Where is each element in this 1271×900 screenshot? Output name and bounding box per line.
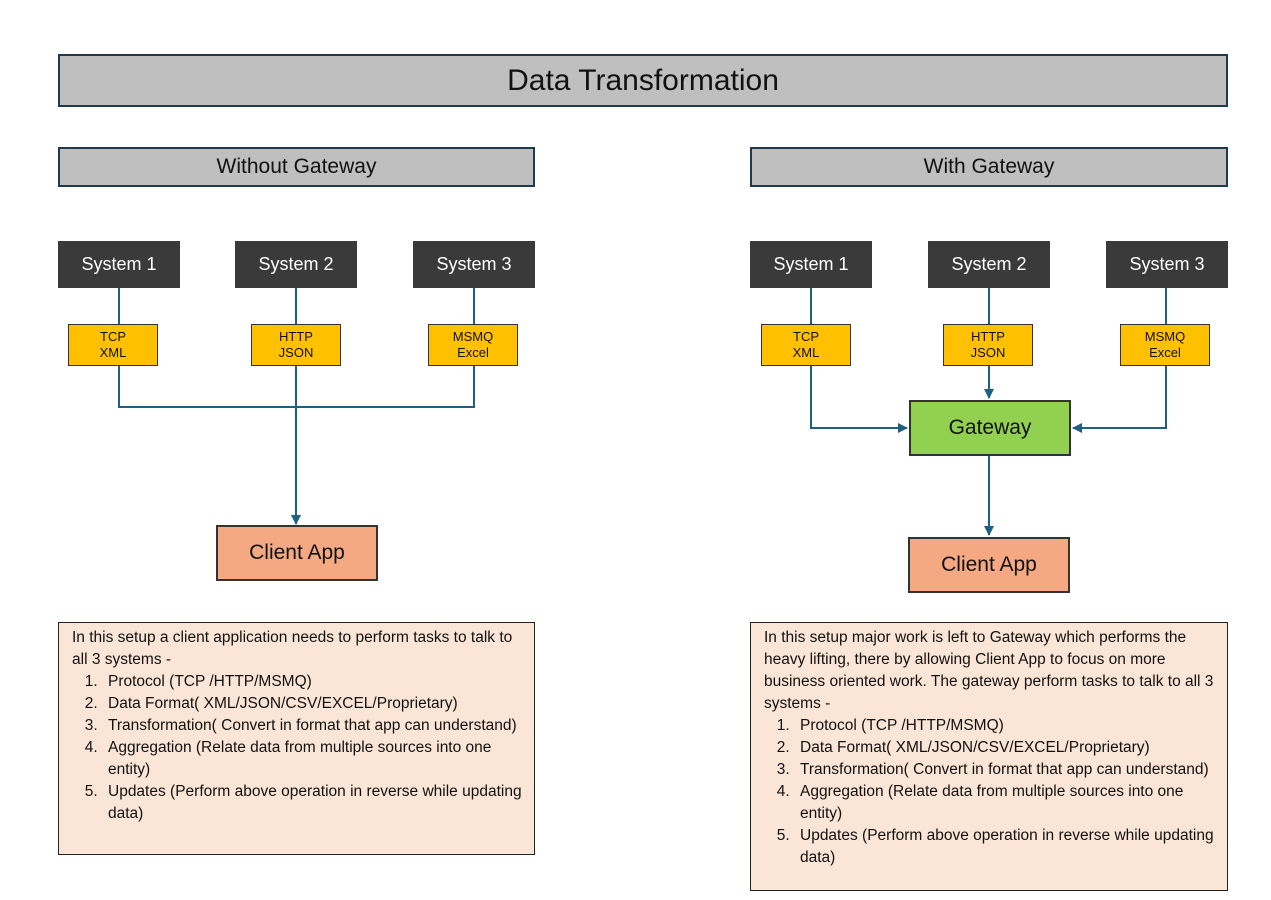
without-protocol-http: HTTP JSON xyxy=(251,324,341,366)
note-item: Updates (Perform above operation in reve… xyxy=(102,781,524,825)
protocol-line2: XML xyxy=(99,345,127,360)
with-system-2: System 2 xyxy=(928,241,1050,288)
note-intro: In this setup a client application needs… xyxy=(72,629,513,668)
protocol-line2: XML xyxy=(792,345,820,360)
without-gateway-note: In this setup a client application needs… xyxy=(58,622,535,855)
without-system-2: System 2 xyxy=(235,241,357,288)
protocol-line1: MSMQ xyxy=(452,329,494,344)
page-title: Data Transformation xyxy=(58,54,1228,107)
wire-msmq-gateway xyxy=(1072,366,1167,433)
without-system-1: System 1 xyxy=(58,241,180,288)
note-item: Transformation( Convert in format that a… xyxy=(102,715,524,737)
protocol-line2: Excel xyxy=(457,345,489,360)
protocol-line1: TCP xyxy=(100,329,126,344)
note-list: Protocol (TCP /HTTP/MSMQ) Data Format( X… xyxy=(72,671,524,825)
with-gateway-heading: With Gateway xyxy=(750,147,1228,187)
protocol-line2: JSON xyxy=(970,345,1006,360)
without-gateway-heading: Without Gateway xyxy=(58,147,535,187)
note-item: Transformation( Convert in format that a… xyxy=(794,759,1217,781)
note-item: Aggregation (Relate data from multiple s… xyxy=(102,737,524,781)
note-item: Data Format( XML/JSON/CSV/EXCEL/Propriet… xyxy=(794,737,1217,759)
note-intro: In this setup major work is left to Gate… xyxy=(764,629,1214,712)
note-list: Protocol (TCP /HTTP/MSMQ) Data Format( X… xyxy=(764,715,1217,869)
protocol-line2: JSON xyxy=(278,345,314,360)
without-system-3: System 3 xyxy=(413,241,535,288)
note-item: Protocol (TCP /HTTP/MSMQ) xyxy=(102,671,524,693)
note-item: Data Format( XML/JSON/CSV/EXCEL/Propriet… xyxy=(102,693,524,715)
protocol-line1: TCP xyxy=(793,329,819,344)
protocol-line2: Excel xyxy=(1149,345,1181,360)
with-protocol-msmq: MSMQ Excel xyxy=(1120,324,1210,366)
protocol-line1: HTTP xyxy=(279,329,313,344)
with-protocol-tcp: TCP XML xyxy=(761,324,851,366)
note-item: Protocol (TCP /HTTP/MSMQ) xyxy=(794,715,1217,737)
with-system-3: System 3 xyxy=(1106,241,1228,288)
note-item: Aggregation (Relate data from multiple s… xyxy=(794,781,1217,825)
protocol-line1: MSMQ xyxy=(1144,329,1186,344)
without-client-app: Client App xyxy=(216,525,378,581)
without-protocol-tcp: TCP XML xyxy=(68,324,158,366)
gateway-box: Gateway xyxy=(909,400,1071,456)
with-protocol-http: HTTP JSON xyxy=(943,324,1033,366)
wire-tcp-gateway xyxy=(810,366,908,433)
with-client-app: Client App xyxy=(908,537,1070,593)
note-item: Updates (Perform above operation in reve… xyxy=(794,825,1217,869)
with-system-1: System 1 xyxy=(750,241,872,288)
protocol-line1: HTTP xyxy=(971,329,1005,344)
without-protocol-msmq: MSMQ Excel xyxy=(428,324,518,366)
with-gateway-note: In this setup major work is left to Gate… xyxy=(750,622,1228,891)
